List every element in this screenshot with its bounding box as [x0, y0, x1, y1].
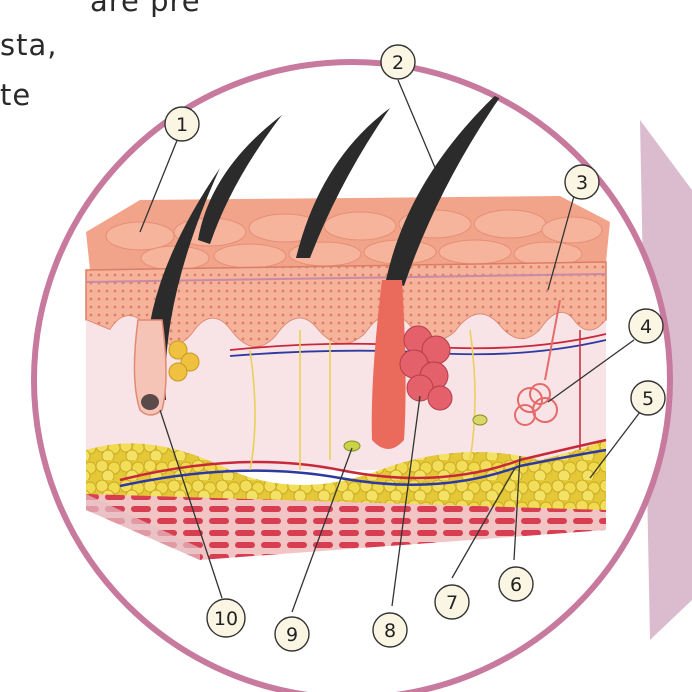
svg-text:3: 3	[576, 172, 588, 194]
svg-text:4: 4	[640, 316, 652, 338]
svg-text:7: 7	[446, 592, 458, 614]
callout-3: 3	[565, 165, 599, 199]
callout-10: 10	[207, 599, 245, 637]
svg-text:1: 1	[176, 114, 188, 136]
callout-4: 4	[629, 309, 663, 343]
callout-2: 2	[381, 45, 415, 79]
callout-9: 9	[275, 617, 309, 651]
svg-text:2: 2	[392, 52, 404, 74]
callout-8: 8	[373, 613, 407, 647]
svg-text:5: 5	[642, 388, 654, 410]
svg-text:6: 6	[510, 574, 522, 596]
svg-text:8: 8	[384, 620, 396, 642]
callout-5: 5	[631, 381, 665, 415]
svg-text:10: 10	[214, 608, 238, 630]
callout-1: 1	[165, 107, 199, 141]
svg-text:9: 9	[286, 624, 298, 646]
callout-7: 7	[435, 585, 469, 619]
receptor	[473, 415, 487, 425]
callout-6: 6	[499, 567, 533, 601]
